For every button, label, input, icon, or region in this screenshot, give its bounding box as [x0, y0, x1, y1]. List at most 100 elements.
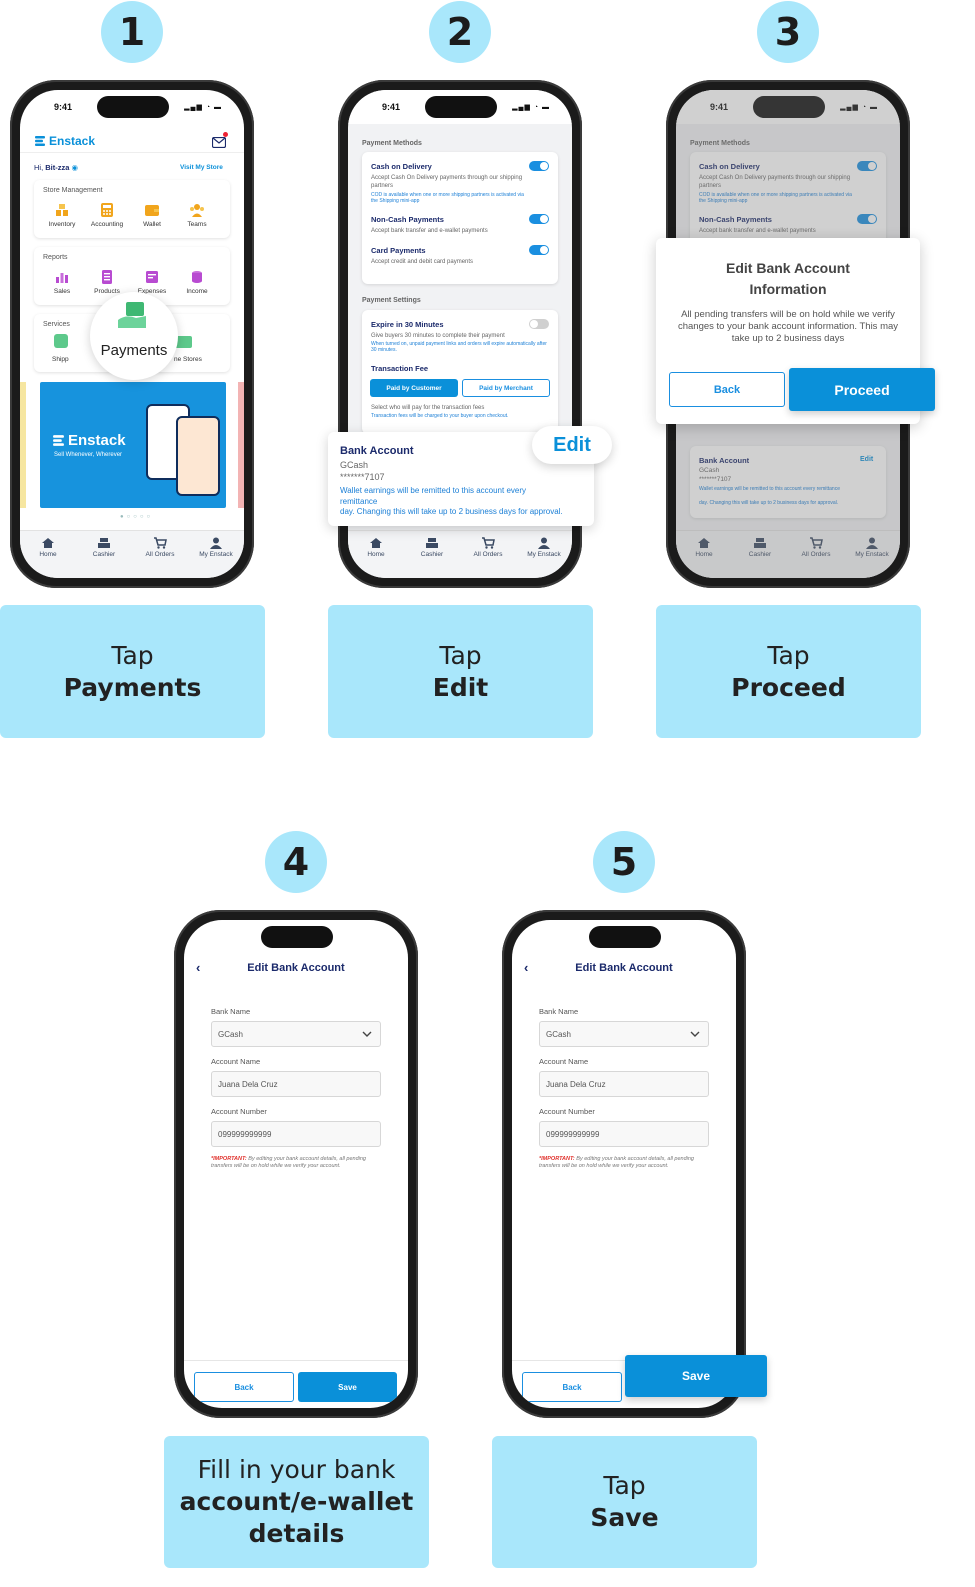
promo-banner[interactable]: Enstack Sell Whenever, Wherever [40, 382, 226, 508]
edit-button-zoom[interactable]: Edit [532, 426, 612, 464]
form-save-button[interactable]: Save [298, 1372, 397, 1402]
form-title: Edit Bank Account [247, 962, 345, 974]
nav-all-orders[interactable]: All Orders [791, 537, 841, 558]
bank-name: GCash [699, 467, 720, 474]
phone-step-5: ‹ Edit Bank Account Bank Name GCash Acco… [502, 910, 746, 1418]
teams-tile[interactable]: Teams [177, 202, 217, 228]
bank-name-label: Bank Name [211, 1007, 251, 1016]
expire-note: When turned on, unpaid payment links and… [371, 341, 547, 353]
cod-title: Cash on Delivery [699, 162, 760, 171]
nav-my-enstack[interactable]: My Enstack [847, 537, 897, 558]
nav-my-enstack[interactable]: My Enstack [519, 537, 569, 558]
phone-step-4: ‹ Edit Bank Account Bank Name GCash Acco… [174, 910, 418, 1418]
store-management-title: Store Management [43, 187, 103, 194]
income-tile[interactable]: Income [177, 269, 217, 295]
wallet-tile[interactable]: Wallet [132, 202, 172, 228]
edit-bank-form-screen: ‹ Edit Bank Account Bank Name GCash Acco… [184, 920, 408, 1408]
cod-toggle[interactable] [857, 161, 877, 171]
account-number-input[interactable]: 099999999999 [211, 1121, 381, 1147]
payment-settings-card: Expire in 30 Minutes Give buyers 30 minu… [362, 310, 558, 434]
nav-home[interactable]: Home [351, 537, 401, 558]
noncash-desc: Accept bank transfer and e-wallet paymen… [371, 228, 488, 234]
nav-all-orders[interactable]: All Orders [135, 537, 185, 558]
account-name-input[interactable]: Juana Dela Cruz [539, 1071, 709, 1097]
status-time: 9:41 [54, 102, 73, 112]
proceed-button[interactable]: Proceed [789, 368, 935, 411]
back-chevron-icon[interactable]: ‹ [196, 960, 201, 975]
accounting-tile[interactable]: Accounting [87, 202, 127, 228]
nav-home[interactable]: Home [679, 537, 729, 558]
status-icons: ▂▄▆ ◔ ▬ [184, 104, 222, 111]
nav-all-orders[interactable]: All Orders [463, 537, 513, 558]
caption-step-1: Tap Payments [0, 605, 265, 738]
step-number-2: 2 [429, 1, 491, 63]
dynamic-island [589, 926, 661, 948]
bank-name-select[interactable]: GCash [211, 1021, 381, 1047]
sales-tile[interactable]: Sales [42, 269, 82, 295]
expire-toggle[interactable] [529, 319, 549, 329]
form-back-button[interactable]: Back [522, 1372, 622, 1402]
cod-note: COD is available when one or more shippi… [371, 192, 524, 204]
caption-step-3: Tap Proceed [656, 605, 921, 738]
products-tile[interactable]: Products [87, 269, 127, 295]
caption-step-4: Fill in your bank account/e-wallet detai… [164, 1436, 429, 1568]
shipping-label[interactable]: Shipp [52, 356, 69, 363]
dynamic-island [425, 96, 497, 118]
modal-back-button[interactable]: Back [669, 372, 785, 407]
fee-desc: Select who will pay for the transaction … [371, 405, 485, 411]
accounting-icon [101, 203, 113, 217]
noncash-toggle[interactable] [857, 214, 877, 224]
user-icon [538, 537, 550, 549]
back-chevron-icon[interactable]: ‹ [524, 960, 529, 975]
paid-by-customer-button[interactable]: Paid by Customer [370, 379, 458, 397]
cod-title: Cash on Delivery [371, 162, 432, 171]
form-back-button[interactable]: Back [194, 1372, 294, 1402]
banner-prev-peek [20, 382, 26, 508]
expenses-icon [146, 271, 158, 283]
account-number-input[interactable]: 099999999999 [539, 1121, 709, 1147]
payments-highlight[interactable]: Payments [90, 292, 178, 380]
paid-by-merchant-button[interactable]: Paid by Merchant [462, 379, 550, 397]
noncash-toggle[interactable] [529, 214, 549, 224]
user-icon [866, 537, 878, 549]
account-name-label: Account Name [211, 1057, 261, 1066]
save-button-zoom[interactable]: Save [625, 1355, 767, 1397]
caption-step-5: Tap Save [492, 1436, 757, 1568]
nav-cashier[interactable]: Cashier [407, 537, 457, 558]
bank-note-2: day. Changing this will take up to 2 bus… [699, 500, 839, 506]
transaction-fee-title: Transaction Fee [371, 364, 429, 373]
expenses-tile[interactable]: Expenses [132, 269, 172, 295]
carousel-dots[interactable]: ●○○○○ [120, 514, 154, 520]
nav-cashier[interactable]: Cashier [735, 537, 785, 558]
account-name-input[interactable]: Juana Dela Cruz [211, 1071, 381, 1097]
payment-methods-title: Payment Methods [362, 140, 422, 147]
nav-home[interactable]: Home [23, 537, 73, 558]
cod-toggle[interactable] [529, 161, 549, 171]
brand-name: Enstack [49, 134, 96, 148]
nav-my-enstack[interactable]: My Enstack [191, 537, 241, 558]
account-name-label: Account Name [539, 1057, 589, 1066]
bank-account-title: Bank Account [340, 445, 414, 457]
services-title: Services [43, 321, 70, 328]
bank-name: GCash [340, 460, 369, 470]
noncash-title: Non-Cash Payments [699, 215, 772, 224]
sales-icon [56, 273, 68, 283]
bank-note-2: day. Changing this will take up to 2 bus… [340, 507, 563, 516]
income-icon [192, 271, 202, 283]
bank-name-select[interactable]: GCash [539, 1021, 709, 1047]
bank-edit-link[interactable]: Edit [860, 456, 874, 463]
visit-store-link[interactable]: Visit My Store [180, 164, 223, 171]
cod-note: COD is available when one or more shippi… [699, 192, 852, 204]
edit-bank-form-screen-save: ‹ Edit Bank Account Bank Name GCash Acco… [512, 920, 736, 1408]
card-payments-toggle[interactable] [529, 245, 549, 255]
online-stores-label[interactable]: ne Stores [174, 356, 202, 363]
payment-methods-card: Cash on Delivery Accept Cash On Delivery… [362, 152, 558, 284]
chevron-down-icon [362, 1031, 372, 1037]
bank-name-label: Bank Name [539, 1007, 579, 1016]
form-title: Edit Bank Account [575, 962, 673, 974]
nav-cashier[interactable]: Cashier [79, 537, 129, 558]
mail-icon[interactable] [211, 132, 228, 153]
inventory-tile[interactable]: Inventory [42, 202, 82, 228]
step-number-5: 5 [593, 831, 655, 893]
status-icons: ▂▄▆ ◔ ▬ [512, 104, 550, 111]
